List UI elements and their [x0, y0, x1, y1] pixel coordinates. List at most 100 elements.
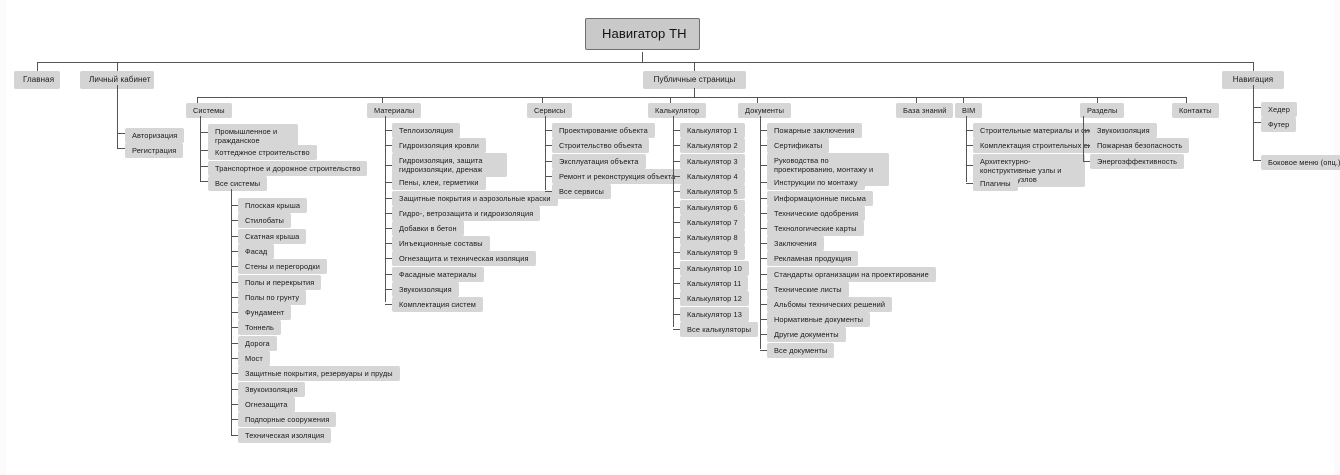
node-materialy-child-6[interactable]: Добавки в бетон	[392, 221, 464, 236]
node-dokumenty-child-12[interactable]: Нормативные документы	[767, 312, 871, 328]
node-kalkulyator-child-1[interactable]: Калькулятор 2	[680, 138, 745, 154]
node-materialy-child-8[interactable]: Огнезащита и техническая изоляция	[392, 251, 536, 267]
node-kalkulyator-child-2[interactable]: Калькулятор 3	[680, 153, 745, 169]
node-publichnye-stranitsy[interactable]: Публичные страницы	[643, 71, 746, 89]
node-glavnaya[interactable]: Главная	[14, 71, 60, 89]
node-vse-sistemy-child-6[interactable]: Полы по грунту	[238, 289, 307, 305]
root-node[interactable]: Навигатор ТН	[585, 18, 700, 50]
node-bim[interactable]: BIM	[955, 103, 983, 118]
node-vse-sistemy-child-12[interactable]: Звукоизоляция	[238, 381, 305, 397]
node-kalkulyator-child-3[interactable]: Калькулятор 4	[680, 168, 745, 184]
node-servisy-child-2[interactable]: Эксплуатация объекта	[552, 153, 646, 169]
node-materialy-child-3[interactable]: Пены, клеи, герметики	[392, 175, 486, 191]
node-dokumenty[interactable]: Документы	[738, 103, 791, 118]
node-razdely-child-0[interactable]: Звукоизоляция	[1090, 123, 1157, 138]
node-materialy-child-10[interactable]: Звукоизоляция	[392, 281, 459, 297]
node-materialy-child-0[interactable]: Теплоизоляция	[392, 123, 461, 138]
node-bokovoe-menyu[interactable]: Боковое меню (опц.)	[1261, 155, 1340, 170]
node-dokumenty-child-13[interactable]: Другие документы	[767, 327, 846, 343]
node-avtorizatsiya[interactable]: Авторизация	[125, 128, 185, 143]
node-razdely[interactable]: Разделы	[1080, 103, 1125, 118]
node-kalkulyator-child-4[interactable]: Калькулятор 5	[680, 184, 745, 200]
connector-drop-servisy	[542, 97, 543, 103]
node-registratsiya[interactable]: Регистрация	[125, 143, 184, 158]
node-kottedzhnoe-stroitelstvo[interactable]: Коттеджное строительство	[208, 145, 317, 160]
node-vse-sistemy-child-4[interactable]: Стены и перегородки	[238, 259, 327, 275]
node-bim-child-0[interactable]: Строительные материалы и системы	[973, 123, 1119, 138]
connector-drop-kontakty	[1186, 97, 1187, 103]
node-vse-sistemy-child-9[interactable]: Дорога	[238, 335, 277, 351]
node-vse-sistemy-child-0[interactable]: Плоская крыша	[238, 198, 308, 213]
node-vse-sistemy-child-tick-15	[231, 434, 238, 436]
node-materialy-child-4[interactable]: Защитные покрытия и аэрозольные краски	[392, 190, 558, 206]
node-kalkulyator-child-6[interactable]: Калькулятор 7	[680, 214, 745, 230]
node-dokumenty-child-1[interactable]: Сертификаты	[767, 138, 830, 154]
node-razdely-child-1[interactable]: Пожарная безопасность	[1090, 138, 1190, 154]
connector-razdely-spine	[1083, 116, 1084, 161]
node-razdely-child-2[interactable]: Энергоэффективность	[1090, 153, 1185, 169]
node-bim-child-3[interactable]: Плагины	[973, 175, 1018, 191]
node-kontakty[interactable]: Контакты	[1172, 103, 1219, 118]
node-vse-sistemy-child-10[interactable]: Мост	[238, 351, 270, 366]
node-vse-sistemy-child-5[interactable]: Полы и перекрытия	[238, 274, 322, 290]
node-dokumenty-child-0[interactable]: Пожарные заключения	[767, 123, 862, 138]
node-vse-sistemy-child-2[interactable]: Скатная крыша	[238, 228, 307, 244]
node-dokumenty-child-tick-3	[760, 182, 767, 184]
node-kalkulyator-child-5[interactable]: Калькулятор 6	[680, 199, 745, 215]
node-dokumenty-child-6[interactable]: Технологические карты	[767, 221, 864, 236]
node-sistemy[interactable]: Системы	[186, 103, 232, 118]
node-baza-znanii[interactable]: База знаний	[896, 103, 954, 118]
node-kalkulyator-child-10[interactable]: Калькулятор 11	[680, 276, 749, 291]
node-kalkulyator[interactable]: Калькулятор	[648, 103, 707, 118]
node-materialy-child-9[interactable]: Фасадные материалы	[392, 266, 484, 282]
node-servisy-child-3[interactable]: Ремонт и реконструкция объекта	[552, 168, 683, 184]
node-vse-sistemy-child-11[interactable]: Защитные покрытия, резервуары и пруды	[238, 366, 400, 382]
node-kalkulyator-child-0[interactable]: Калькулятор 1	[680, 123, 745, 138]
node-vse-sistemy-child-3[interactable]: Фасад	[238, 243, 275, 259]
node-materialy-child-2[interactable]: Гидроизоляция, защита гидроизоляции, дре…	[392, 153, 507, 178]
node-vse-sistemy-child-1[interactable]: Стилобаты	[238, 213, 291, 229]
node-futer[interactable]: Футер	[1261, 117, 1297, 132]
node-dokumenty-child-5[interactable]: Технические одобрения	[767, 205, 866, 221]
node-servisy-child-4[interactable]: Все сервисы	[552, 184, 611, 200]
node-servisy[interactable]: Сервисы	[527, 103, 573, 118]
node-vse-sistemy-child-8[interactable]: Тоннель	[238, 320, 281, 336]
page-gutter-right	[1334, 0, 1340, 475]
node-kalkulyator-child-7[interactable]: Калькулятор 8	[680, 230, 745, 246]
node-materialy-child-5[interactable]: Гидро-, ветрозащита и гидроизоляция	[392, 205, 541, 221]
node-kalkulyator-child-9[interactable]: Калькулятор 10	[680, 260, 749, 276]
node-transportnoe-stroitelstvo[interactable]: Транспортное и дорожное строительство	[208, 161, 368, 176]
node-dokumenty-child-4[interactable]: Информационные письма	[767, 190, 873, 206]
node-vse-sistemy-child-7[interactable]: Фундамент	[238, 305, 292, 321]
node-kalkulyator-child-13[interactable]: Все калькуляторы	[680, 321, 759, 337]
node-kalkulyator-child-tick-2	[673, 160, 680, 162]
node-dokumenty-child-3[interactable]: Инструкции по монтажу	[767, 175, 865, 191]
node-kalkulyator-child-8[interactable]: Калькулятор 9	[680, 245, 745, 261]
node-navigatsiya[interactable]: Навигация	[1222, 71, 1284, 89]
node-dokumenty-child-8[interactable]: Рекламная продукция	[767, 251, 859, 267]
node-dokumenty-child-tick-5	[760, 212, 767, 214]
node-bim-child-1[interactable]: Комплектация строительных систем	[973, 138, 1116, 154]
node-vse-sistemy[interactable]: Все системы	[208, 176, 268, 191]
node-kheder[interactable]: Хедер	[1261, 102, 1297, 117]
node-materialy-child-1[interactable]: Гидроизоляция кровли	[392, 138, 487, 154]
node-servisy-child-0[interactable]: Проектирование объекта	[552, 123, 655, 138]
node-kalkulyator-child-12[interactable]: Калькулятор 13	[680, 306, 749, 322]
node-materialy-child-tick-0	[385, 130, 392, 131]
node-lichnyi-kabinet[interactable]: Личный кабинет	[80, 71, 154, 89]
node-dokumenty-child-tick-1	[760, 145, 767, 147]
node-dokumenty-child-9[interactable]: Стандарты организации на проектирование	[767, 266, 936, 282]
node-vse-sistemy-child-13[interactable]: Огнезащита	[238, 396, 295, 412]
node-materialy[interactable]: Материалы	[367, 103, 422, 118]
node-materialy-child-tick-7	[385, 243, 392, 245]
node-vse-sistemy-child-15[interactable]: Техническая изоляция	[238, 427, 332, 443]
node-servisy-child-1[interactable]: Строительство объекта	[552, 138, 650, 154]
node-vse-sistemy-child-14[interactable]: Подпорные сооружения	[238, 412, 337, 428]
node-materialy-child-7[interactable]: Инъекционные составы	[392, 236, 490, 252]
node-kalkulyator-child-11[interactable]: Калькулятор 12	[680, 291, 749, 307]
node-materialy-child-11[interactable]: Комплектация систем	[392, 297, 483, 312]
node-dokumenty-child-7[interactable]: Заключения	[767, 236, 824, 252]
node-dokumenty-child-11[interactable]: Альбомы технических решений	[767, 297, 893, 312]
node-dokumenty-child-10[interactable]: Технические листы	[767, 281, 849, 297]
node-dokumenty-child-14[interactable]: Все документы	[767, 342, 835, 358]
